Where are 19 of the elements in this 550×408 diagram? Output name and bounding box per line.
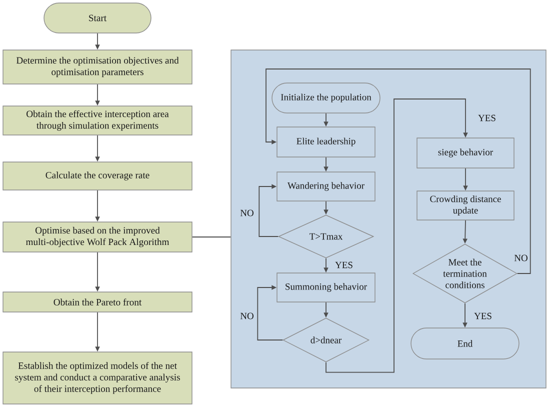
terminal-box: End [410, 328, 520, 360]
process-box: Optimise based on the improved multi-objective Wolf Pack Algorithm [2, 222, 192, 252]
process-box: Elite leadership [276, 126, 376, 158]
process-box: Summoning behavior [276, 272, 376, 302]
process-box: Obtain the Pareto front [2, 292, 192, 312]
terminal-box: Start [44, 2, 152, 34]
process-box: Determine the optimisation objectives and optimisation parameters [2, 50, 192, 84]
process-box: Obtain the effective interception area through simulation experiments [2, 106, 192, 136]
arrow [258, 184, 279, 237]
terminal-box: Initialize the population [272, 82, 380, 114]
arrow [326, 98, 468, 373]
process-box: siege behavior [416, 138, 514, 168]
connector-line [192, 236, 232, 238]
process-box: Calculate the coverage rate [2, 162, 192, 190]
process-box: Wandering behavior [276, 172, 376, 202]
arrow [257, 285, 284, 340]
process-box: Crowding distance update [416, 190, 514, 220]
process-box: Establish the optimized models of the net system and conduct a comparative analysis of their interception performance [2, 352, 192, 404]
arrow [266, 68, 531, 274]
